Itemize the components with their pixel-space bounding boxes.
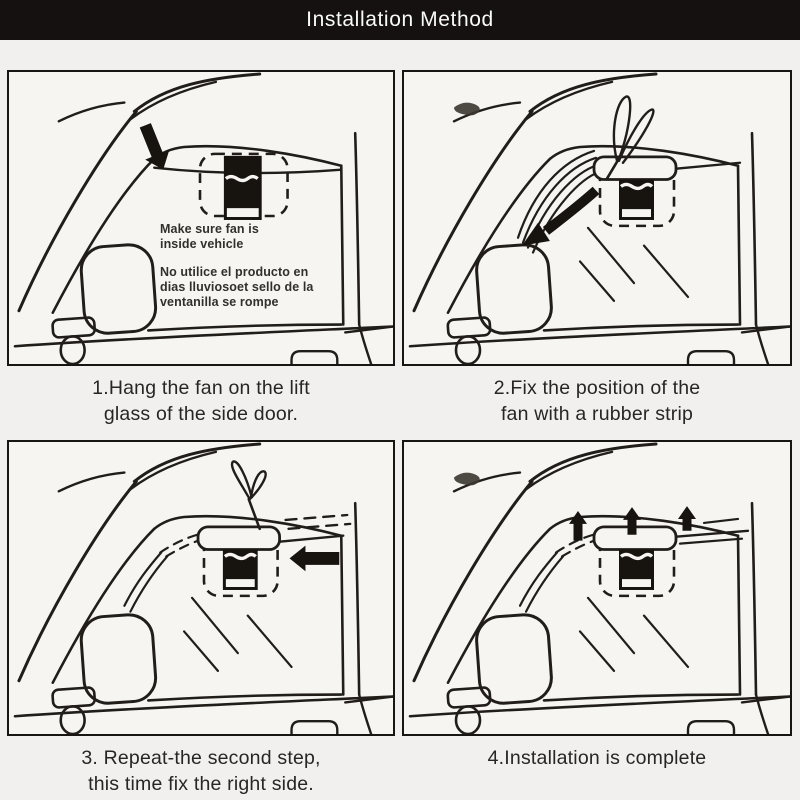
door-handle — [59, 335, 86, 364]
door-handle — [59, 705, 86, 734]
rubber-strip-lines — [123, 531, 209, 613]
car-window-line-art — [13, 442, 393, 734]
ink-smudge — [454, 102, 480, 116]
fan-unit — [198, 152, 289, 220]
car-window-line-art — [408, 72, 790, 364]
side-mirror — [79, 613, 158, 705]
car-window-line-art — [13, 72, 393, 364]
glass-reflection-lines — [578, 596, 690, 672]
mirror-mount — [446, 686, 492, 709]
side-mirror — [475, 613, 553, 705]
side-mirror — [475, 243, 553, 335]
down-arrow-icon — [139, 123, 170, 170]
step-3-illustration — [7, 440, 395, 736]
step-3-caption: 3. Repeat-the second step,this time fix … — [81, 747, 321, 795]
mirror-mount — [51, 316, 97, 339]
fan-unit — [592, 525, 678, 598]
header-bar: Installation Method — [0, 0, 800, 40]
fan-unit — [196, 525, 281, 598]
glass-reflection-lines — [578, 226, 690, 302]
rubber-strip-bow — [230, 460, 267, 531]
fan-bracket — [592, 155, 678, 181]
rubber-strip-lines — [518, 531, 605, 613]
side-mirror — [79, 243, 158, 335]
page-title: Installation Method — [306, 8, 494, 31]
fan-bracket — [196, 525, 281, 551]
mirror-mount — [446, 316, 492, 339]
step-4-caption: 4.Installation is complete — [487, 747, 707, 769]
ink-smudge — [454, 472, 480, 486]
left-arrow-icon — [289, 545, 340, 572]
step-4-illustration — [402, 440, 792, 736]
fan-unit — [592, 155, 678, 228]
step-2-illustration — [402, 70, 792, 366]
curved-down-left-arrow-icon — [522, 186, 600, 246]
glass-reflection-lines — [182, 596, 293, 672]
rubber-strip-bow — [605, 95, 655, 180]
mirror-mount — [51, 686, 97, 709]
step-4: 4.Installation is complete — [402, 440, 792, 800]
up-arrow-icon — [623, 507, 641, 535]
car-window-line-art — [408, 442, 790, 734]
up-arrow-icon — [678, 506, 696, 531]
up-arrow-icon — [569, 511, 587, 541]
step-3: 3. Repeat-the second step,this time fix … — [7, 440, 395, 800]
door-handle — [454, 705, 482, 734]
door-handle — [454, 335, 482, 364]
